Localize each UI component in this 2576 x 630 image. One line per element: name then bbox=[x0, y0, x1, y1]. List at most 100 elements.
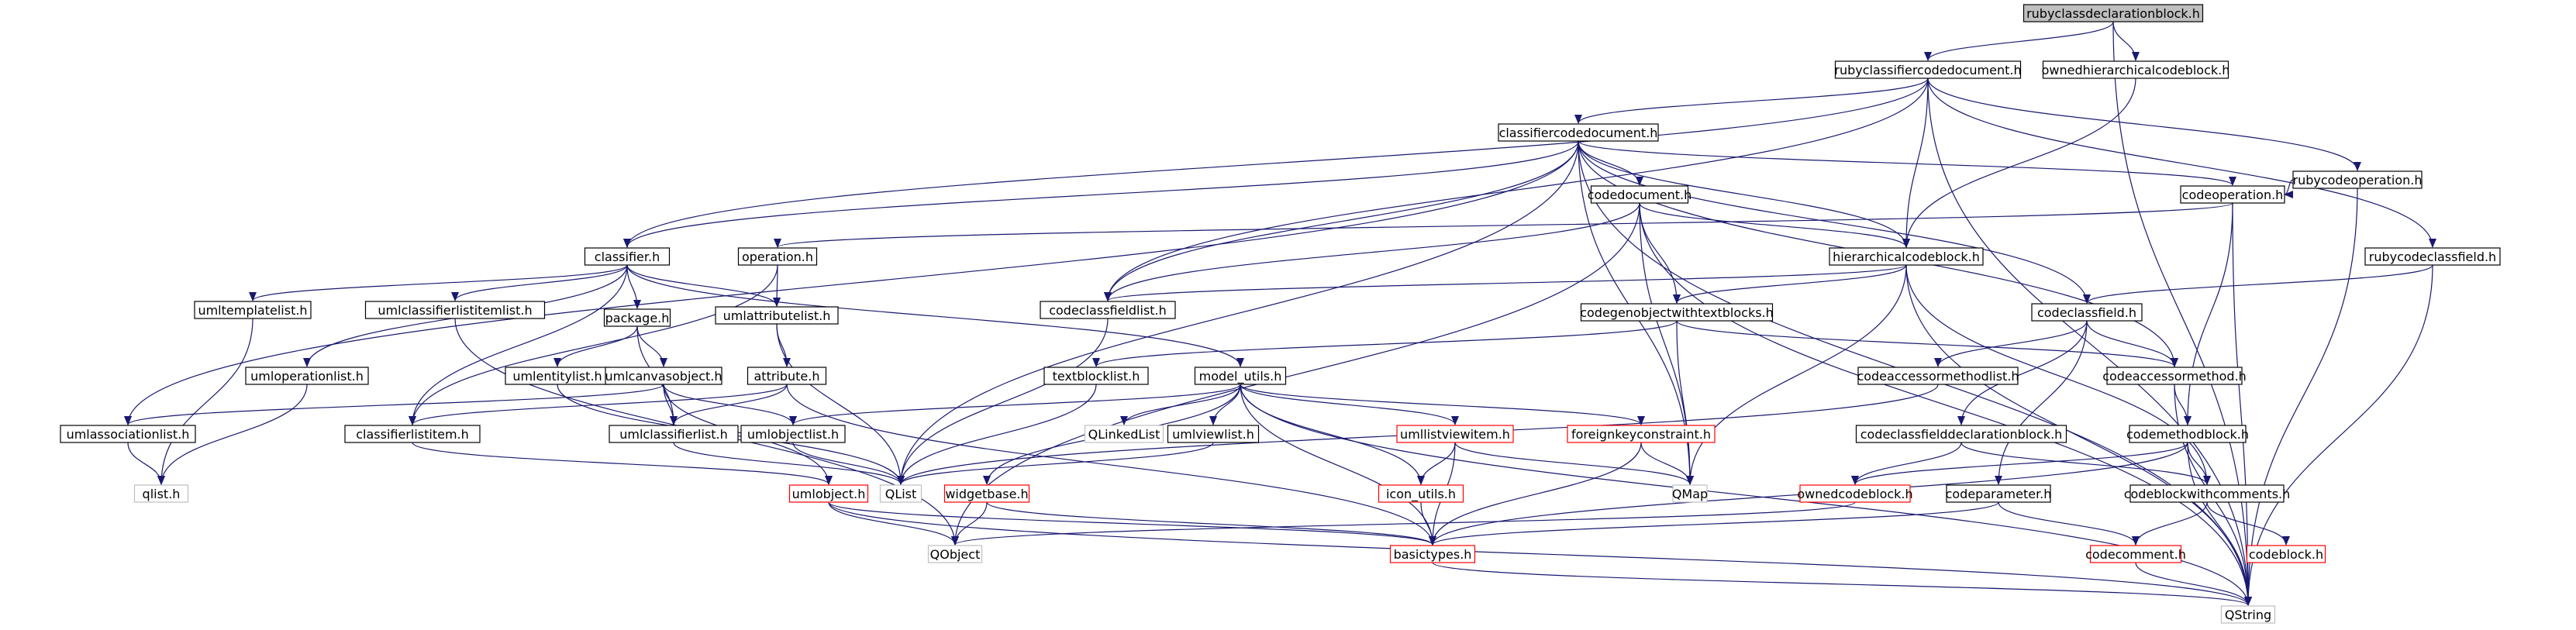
edge-codeclassfielddeclarationblock-to-codeblockwithcomments bbox=[1960, 442, 2211, 485]
node-label: umllistviewitem.h bbox=[1400, 427, 1510, 442]
edge-rubyclassifiercodedocument-to-hierarchicalcodeblock bbox=[1902, 77, 1929, 248]
edge-classifier-to-umltemplatelist bbox=[249, 264, 628, 301]
node-umlclassifierlist[interactable]: umlclassifierlist.h bbox=[609, 425, 739, 443]
node-label: rubycodeclassfield.h bbox=[2369, 250, 2496, 264]
edge-rubycodeclassfield-to-qstring bbox=[2244, 264, 2433, 606]
node-umlobjectlist[interactable]: umlobjectlist.h bbox=[740, 425, 846, 443]
node-basictypes[interactable]: basictypes.h bbox=[1389, 545, 1476, 563]
node-umlviewlist[interactable]: umlviewlist.h bbox=[1167, 425, 1260, 443]
node-umlassociationlist[interactable]: umlassociationlist.h bbox=[60, 425, 196, 443]
node-label: classifier.h bbox=[595, 250, 660, 264]
edge-rubyclassifiercodedocument-to-rubycodeclassfield bbox=[1927, 77, 2436, 248]
node-label: codegenobjectwithtextblocks.h bbox=[1580, 305, 1774, 320]
node-umltemplatelist[interactable]: umltemplatelist.h bbox=[194, 301, 312, 319]
node-attribute[interactable]: attribute.h bbox=[747, 367, 827, 385]
edge-codeclassfielddeclarationblock-to-ownedcodeblock bbox=[1851, 442, 1962, 485]
edge-umllistviewitem-to-icon-utils bbox=[1417, 442, 1456, 485]
node-codeclassfieldlist[interactable]: codeclassfieldlist.h bbox=[1040, 301, 1176, 319]
node-label: attribute.h bbox=[753, 369, 819, 384]
node-box bbox=[1378, 484, 1464, 503]
node-codeclassfielddeclarationblock[interactable]: codeclassfielddeclarationblock.h bbox=[1855, 425, 2067, 443]
node-rubycodeoperation[interactable]: rubycodeoperation.h bbox=[2292, 170, 2423, 189]
node-label: rubyclassdeclarationblock.h bbox=[2026, 6, 2200, 21]
node-codeaccessormethod[interactable]: codeaccessormethod.h bbox=[2102, 367, 2247, 385]
edge-umloperationlist-to-qlist-h bbox=[157, 384, 308, 485]
edge-codegenobjectwithtextblocks-to-codeaccessormethod bbox=[1676, 320, 2178, 367]
edge-widgetbase-to-qobject bbox=[951, 501, 988, 546]
edge-model-utils-to-basictypes bbox=[1240, 384, 1436, 546]
node-classifiercodedocument[interactable]: classifiercodedocument.h bbox=[1498, 123, 1659, 142]
edge-rubycodeoperation-to-qstring bbox=[2244, 188, 2358, 606]
node-box bbox=[1040, 301, 1176, 319]
node-label: classifierlistitem.h bbox=[356, 427, 469, 442]
node-classifier[interactable]: classifier.h bbox=[584, 247, 671, 266]
node-umloperationlist[interactable]: umloperationlist.h bbox=[245, 367, 369, 385]
node-box bbox=[1396, 425, 1514, 443]
node-operation[interactable]: operation.h bbox=[737, 247, 818, 266]
node-label: ownedcodeblock.h bbox=[1797, 487, 1912, 501]
node-codeaccessormethodlist[interactable]: codeaccessormethodlist.h bbox=[1857, 367, 2019, 385]
node-box bbox=[2129, 425, 2247, 443]
node-codeblock[interactable]: codeblock.h bbox=[2246, 545, 2326, 563]
node-label: basictypes.h bbox=[1394, 547, 1472, 562]
edge-umlclassifierlist-to-qlist bbox=[673, 442, 905, 485]
node-hierarchicalcodeblock[interactable]: hierarchicalcodeblock.h bbox=[1829, 247, 1984, 266]
edge-attribute-to-basictypes bbox=[786, 384, 1436, 546]
node-ownedcodeblock[interactable]: ownedcodeblock.h bbox=[1797, 484, 1913, 503]
node-model-utils[interactable]: model_utils.h bbox=[1194, 367, 1287, 385]
node-label: umlobject.h bbox=[792, 487, 866, 501]
node-widgetbase[interactable]: widgetbase.h bbox=[943, 484, 1030, 503]
node-rubycodeclassfield[interactable]: rubycodeclassfield.h bbox=[2364, 247, 2501, 266]
edge-model-utils-to-icon-utils bbox=[1240, 384, 1425, 485]
node-box bbox=[584, 247, 671, 266]
edge-rubyclassifiercodedocument-to-qstring bbox=[1927, 77, 2252, 606]
node-codeblockwithcomments[interactable]: codeblockwithcomments.h bbox=[2124, 484, 2291, 503]
node-umlobject[interactable]: umlobject.h bbox=[788, 484, 869, 503]
node-label: umlclassifierlist.h bbox=[619, 427, 728, 442]
node-label: umlviewlist.h bbox=[1172, 427, 1254, 442]
node-label: textblocklist.h bbox=[1053, 369, 1140, 384]
node-label: foreignkeyconstraint.h bbox=[1571, 427, 1711, 442]
node-foreignkeyconstraint[interactable]: foreignkeyconstraint.h bbox=[1567, 425, 1716, 443]
edge-umlattributelist-to-qlist bbox=[776, 323, 905, 485]
node-rubyclassdeclarationblock[interactable]: rubyclassdeclarationblock.h bbox=[2023, 4, 2204, 22]
node-codegenobjectwithtextblocks[interactable]: codegenobjectwithtextblocks.h bbox=[1580, 303, 1774, 322]
node-box bbox=[2089, 545, 2182, 563]
node-label: QLinkedList bbox=[1088, 427, 1160, 442]
node-umlattributelist[interactable]: umlattributelist.h bbox=[715, 306, 839, 325]
node-codeoperation[interactable]: codeoperation.h bbox=[2180, 185, 2285, 204]
node-icon-utils[interactable]: icon_utils.h bbox=[1378, 484, 1464, 503]
edge-hierarchicalcodeblock-to-codegenobjectwithtextblocks bbox=[1673, 264, 1907, 304]
node-codemethodblock[interactable]: codemethodblock.h bbox=[2126, 425, 2249, 443]
node-rubyclassifiercodedocument[interactable]: rubyclassifiercodedocument.h bbox=[1834, 60, 2022, 79]
node-box bbox=[344, 425, 481, 443]
node-textblocklist[interactable]: textblocklist.h bbox=[1043, 367, 1149, 385]
edge-codeparameter-to-codecomment bbox=[1998, 501, 2140, 546]
node-classifierlistitem[interactable]: classifierlistitem.h bbox=[344, 425, 481, 443]
edge-codedocument-to-qobject bbox=[951, 202, 1640, 546]
edge-umltemplatelist-to-qlist-h bbox=[157, 318, 253, 485]
edge-classifiercodedocument-to-qlist bbox=[897, 140, 1579, 485]
edge-rubyclassifiercodedocument-to-classifier bbox=[623, 77, 1929, 248]
node-codedocument[interactable]: codedocument.h bbox=[1588, 185, 1692, 204]
node-label: umlcanvasobject.h bbox=[605, 369, 722, 384]
edge-hierarchicalcodeblock-to-codeblockwithcomments bbox=[1905, 264, 2211, 485]
node-codecomment[interactable]: codecomment.h bbox=[2085, 545, 2186, 563]
node-box bbox=[943, 484, 1030, 503]
edge-operation-to-classifierlistitem bbox=[409, 264, 778, 425]
node-umlclassifierlistitemlist[interactable]: umlclassifierlistitemlist.h bbox=[364, 301, 546, 319]
node-codeparameter[interactable]: codeparameter.h bbox=[1946, 484, 2052, 503]
edge-model-utils-to-qstring bbox=[1240, 384, 2252, 606]
node-label: codecomment.h bbox=[2085, 547, 2186, 562]
node-umlcanvasobject[interactable]: umlcanvasobject.h bbox=[605, 367, 722, 385]
node-codeclassfield[interactable]: codeclassfield.h bbox=[2031, 303, 2143, 322]
node-ownedhierarchicalcodeblock[interactable]: ownedhierarchicalcodeblock.h bbox=[2042, 60, 2230, 79]
node-umlentitylist[interactable]: umlentitylist.h bbox=[505, 367, 610, 385]
node-box bbox=[2042, 60, 2229, 79]
node-package[interactable]: package.h bbox=[603, 308, 671, 327]
node-box bbox=[2031, 303, 2143, 322]
node-label: QString bbox=[2225, 608, 2271, 622]
node-umllistviewitem[interactable]: umllistviewitem.h bbox=[1396, 425, 1514, 443]
node-label: rubycodeoperation.h bbox=[2293, 173, 2423, 188]
